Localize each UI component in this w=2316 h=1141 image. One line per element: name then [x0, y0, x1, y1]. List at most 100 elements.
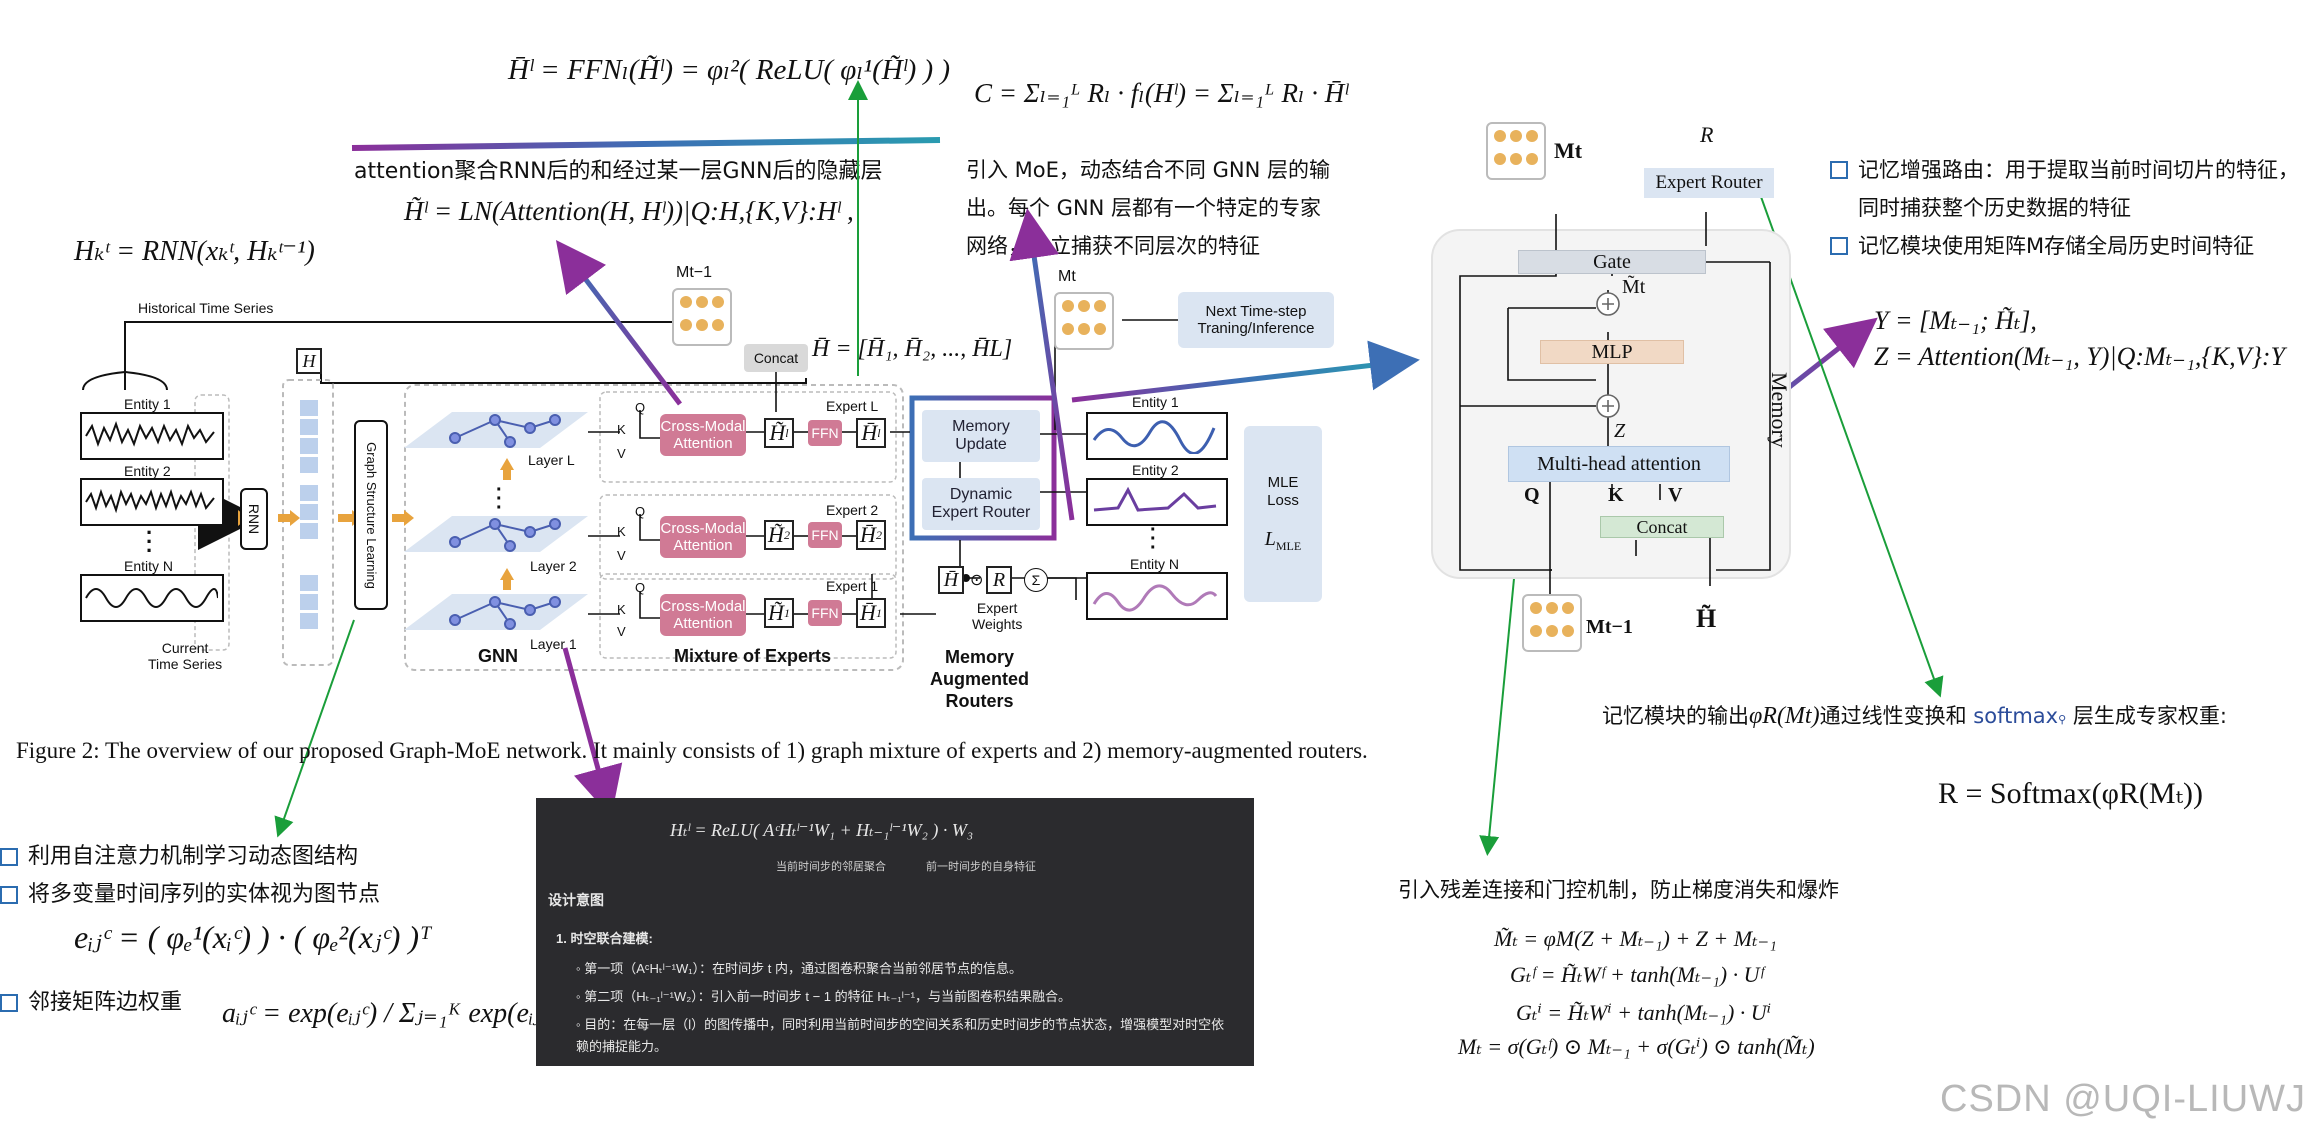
memory-prev-grid	[672, 288, 732, 346]
formula-e-ij: eᵢⱼᶜ = ( φₑ¹(xᵢᶜ) ) · ( φₑ²(xⱼᶜ) )ᵀ	[74, 919, 432, 955]
formula-ffn: H̄ˡ = FFNₗ(H̃ˡ) = φₗ²( ReLU( φₗ¹(H̃ˡ) ) …	[508, 54, 951, 86]
ts-entity-1	[80, 412, 224, 460]
formula-m-t: Mₜ = σ(Gₜᶠ) ⊙ Mₜ₋₁ + σ(Gₜⁱ) ⊙ tanh(M̃ₜ)	[1458, 1034, 1815, 1059]
out-entity-1-label: Entity 1	[1132, 394, 1179, 410]
mem-r-label: R	[1700, 122, 1714, 147]
router-bullets: 记忆增强路由：用于提取当前时间切片的特征，同时捕获整个历史数据的特征 记忆模块使…	[1830, 151, 2300, 265]
cross-modal-attention-2: Cross-Modal Attention	[660, 516, 746, 558]
mem-mlp: MLP	[1540, 340, 1684, 364]
formula-r-softmax: R = Softmax(φR(Mₜ))	[1938, 777, 2203, 810]
watermark: CSDN @UQI-LIUWJ	[1940, 1078, 2307, 1120]
formula-attn-ln: H̃ˡ = LN(Attention(H, Hˡ))|Q:H,{K,V}:Hˡ …	[404, 196, 854, 226]
formula-y-concat: Y = [Mₜ₋₁; H̃ₜ],	[1874, 306, 2037, 335]
panel-item-1: 1. 时空联合建模:	[556, 931, 653, 946]
mem-concat: Concat	[1600, 516, 1724, 538]
ellipsis-layers: ···	[496, 479, 503, 519]
h-tilde-2: H̃2	[764, 520, 794, 550]
left-bullet-1: 利用自注意力机制学习动态图结构	[0, 838, 358, 870]
entity-1-label: Entity 1	[124, 396, 171, 412]
entity-n-label: Entity N	[124, 558, 174, 574]
panel-sub-2: ◦ 第二项（Hₜ₋₁ˡ⁻¹W₂）：引入前一时间步 t − 1 的特征 Hₜ₋₁ˡ…	[576, 989, 1071, 1004]
mem-v: V	[1668, 484, 1683, 506]
mar-label: Memory Augmented Routers	[930, 647, 1029, 711]
odot-icon: ⊙	[970, 572, 984, 589]
h-tilde-1: H̃1	[764, 598, 794, 628]
current-ts-label: Current Time Series	[148, 640, 223, 672]
h-bar-tile: H̄	[938, 566, 964, 594]
router-bullet-2: 记忆模块使用矩阵M存储全局历史时间特征	[1830, 227, 2300, 265]
formula-z-attn: Z = Attention(Mₜ₋₁, Y)|Q:Mₜ₋₁,{K,V}:Y	[1874, 342, 2286, 371]
softmax-link[interactable]: softmax	[1973, 704, 2059, 728]
ts-entity-n	[80, 574, 224, 622]
checkbox-icon	[0, 848, 18, 866]
formula-a-ij: aᵢⱼᶜ = exp(eᵢⱼᶜ) / Σⱼ₌₁ᴷ exp(eᵢⱼᶜ)	[222, 998, 558, 1029]
panel-brace-2: 前一时间步的自身特征	[926, 861, 1036, 873]
mem-mprev-label: Mt−1	[1586, 616, 1633, 638]
sum-node: Σ	[1024, 568, 1048, 592]
panel-sub-3: ◦ 目的：在每一层（l）的图传播中，同时利用当前时间步的空间关系和历史时间步的节…	[576, 1017, 1225, 1054]
mem-prev-grid	[1522, 594, 1582, 652]
checkbox-icon	[0, 886, 18, 904]
mem-mt-label: Mt	[1554, 138, 1583, 163]
ellipsis-out: ···	[1150, 519, 1157, 559]
q-label: Q	[635, 400, 646, 415]
m-t-label: Mt	[1058, 268, 1076, 285]
formula-rnn: Hₖᵗ = RNN(xₖᵗ, Hₖᵗ⁻¹)	[74, 236, 315, 267]
expert-weights-label: Expert Weights	[972, 600, 1023, 632]
ffn-2: FFN	[808, 522, 842, 548]
figure-caption: Figure 2: The overview of our proposed G…	[16, 738, 1368, 763]
mem-gate: Gate	[1518, 250, 1706, 274]
formula-m-tilde: M̃ₜ = φM(Z + Mₜ₋₁) + Z + Mₜ₋₁	[1494, 926, 1777, 951]
checkbox-icon	[0, 994, 18, 1012]
embedding-stack	[300, 400, 318, 629]
memory-t-grid	[1054, 292, 1114, 350]
q-label: Q	[635, 504, 646, 519]
k-label: K	[617, 422, 626, 437]
layer-2-label: Layer 2	[530, 558, 577, 574]
formula-g-i: Gₜⁱ = H̃ₜWⁱ + tanh(Mₜ₋₁) · Uⁱ	[1516, 1000, 1772, 1025]
left-bullet-2: 将多变量时间序列的实体视为图节点	[0, 876, 380, 908]
mem-mha: Multi-head attention	[1508, 446, 1730, 482]
mem-z: Z	[1614, 420, 1626, 442]
mem-expert-router: Expert Router	[1644, 168, 1774, 198]
panel-heading: 设计意图	[548, 892, 604, 908]
v-label: V	[617, 446, 626, 461]
formula-g-f: Gₜᶠ = H̃ₜWᶠ + tanh(Mₜ₋₁) · Uᶠ	[1510, 962, 1764, 987]
left-bullet-3: 邻接矩阵边权重	[0, 984, 182, 1016]
historical-ts-label: Historical Time Series	[138, 300, 274, 316]
gsl-box: Graph Structure Learning	[354, 420, 388, 610]
out-entity-1	[1086, 412, 1228, 460]
ffn-1: FFN	[808, 600, 842, 626]
gnn-label: GNN	[478, 646, 518, 666]
h-bar-equation: H̄ = [H̄₁, H̄₂, ..., H̄L]	[812, 336, 1013, 362]
design-intent-panel: Hₜˡ = ReLU( AᶜHₜˡ⁻¹W₁ + Hₜ₋₁ˡ⁻¹W₂ ) · W₃…	[536, 798, 1254, 1066]
k-label: K	[617, 524, 626, 539]
next-step-box: Next Time-step Traning/Inference	[1178, 292, 1334, 348]
checkbox-icon	[1830, 161, 1848, 179]
layer-1-label: Layer 1	[530, 636, 577, 652]
checkbox-icon	[1830, 237, 1848, 255]
softmax-note: 记忆模块的输出φR(Mt)通过线性变换和 softmax⚲ 层生成专家权重:	[1602, 703, 2227, 729]
h-bar-2: H̄2	[856, 520, 886, 550]
v-label: V	[617, 548, 626, 563]
expert-l-label: Expert L	[826, 398, 879, 414]
ts-entity-2	[80, 478, 224, 526]
r-tile: R	[986, 566, 1012, 594]
l-mle-label: LMLE	[1264, 528, 1302, 553]
v-label: V	[617, 624, 626, 639]
moe-label: Mixture of Experts	[674, 646, 832, 666]
attention-note: attention聚合RNN后的和经过某一层GNN后的隐藏层	[354, 159, 883, 184]
memory-update-box: Memory Update	[922, 410, 1040, 462]
expert-1-label: Expert 1	[826, 578, 879, 594]
m-prev-label: Mt−1	[676, 264, 713, 281]
cross-modal-attention-1: Cross-Modal Attention	[660, 594, 746, 636]
h-tilde-l: H̃l	[764, 418, 794, 448]
out-entity-2	[1086, 478, 1228, 526]
h-bar-1: H̄1	[856, 598, 886, 628]
panel-sub-list: ◦ 第一项（AᶜHₜˡ⁻¹W₁）：在时间步 t 内，通过图卷积聚合当前邻居节点的…	[576, 958, 1226, 1058]
formula-moe-sum: C = Σₗ₌₁ᴸ Rₗ · fₗ(Hˡ) = Σₗ₌₁ᴸ Rₗ · H̄ˡ	[974, 78, 1348, 108]
search-icon[interactable]: ⚲	[2058, 713, 2067, 726]
mem-m-tilde: M̃t	[1622, 276, 1646, 298]
rnn-box: RNN	[240, 488, 268, 550]
router-bullet-1: 记忆增强路由：用于提取当前时间切片的特征，同时捕获整个历史数据的特征	[1830, 151, 2300, 227]
